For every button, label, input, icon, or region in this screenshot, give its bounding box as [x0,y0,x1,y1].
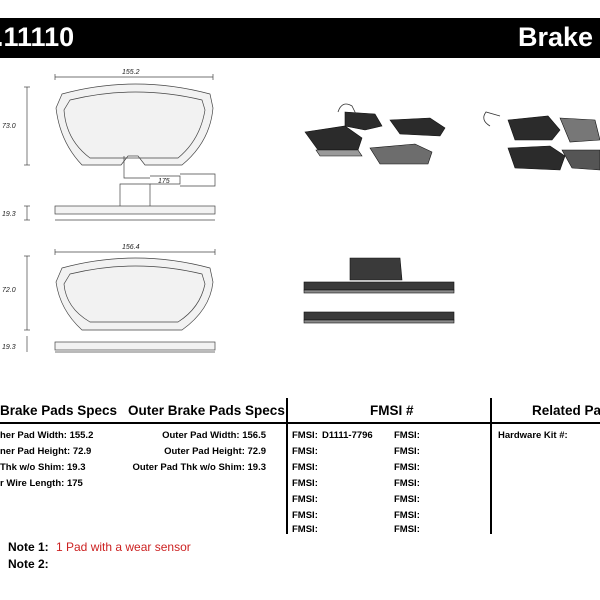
wire-length-dim: 175 [158,178,170,185]
related-parts-header: Related Par [532,403,600,418]
inner-pad-height: ner Pad Height: 72.9 [0,446,92,457]
pad-product-photo [303,103,600,324]
outer-pad-thickness: Outer Pad Thk w/o Shim: 19.3 [132,462,266,473]
fmsi-label: FMSI: [394,494,420,505]
header-bar [0,18,600,58]
fmsi-label: FMSI: [292,524,318,535]
inner-pad-thickness: Thk w/o Shim: 19.3 [0,462,86,473]
fmsi-label: FMSI: [394,446,420,457]
wire-length: r Wire Length: 175 [0,478,83,489]
fmsi-label: FMSI: [394,524,420,535]
page-title: Brake P [518,22,600,52]
inner-pad-width: her Pad Width: 155.2 [0,430,94,441]
outer-height-dim: 72.0 [2,287,16,294]
fmsi-label: FMSI: [292,494,318,505]
fmsi-label: FMSI: [394,430,420,441]
fmsi-label: FMSI: [292,510,318,521]
outer-thickness-dim: 19.3 [2,344,16,351]
fmsi-value: D1111-7796 [322,430,373,441]
inner-thickness-dim: 19.3 [2,211,16,218]
note-1-label: Note 1: [8,540,49,554]
specs-header-bar: Brake Pads Specs Outer Brake Pads Specs … [0,398,600,424]
fmsi-label: FMSI: [394,510,420,521]
part-number: .11110 [0,22,75,52]
outer-specs-header: Outer Brake Pads Specs [128,403,285,418]
note-1-text: 1 Pad with a wear sensor [56,540,191,554]
fmsi-label: FMSI: [394,478,420,489]
fmsi-label: FMSI: [394,462,420,473]
fmsi-label: FMSI: [292,446,318,457]
pad-technical-drawing: 155.2 73.0 175 19.3 156.4 72.0 19.3 [2,69,216,353]
column-divider [286,398,288,534]
outer-pad-height: Outer Pad Height: 72.9 [164,446,266,457]
column-divider [490,398,492,534]
header-rule [0,422,600,424]
inner-specs-header: Brake Pads Specs [0,403,118,418]
note-2-label: Note 2: [8,557,49,571]
fmsi-header: FMSI # [370,403,414,418]
outer-pad-width: Outer Pad Width: 156.5 [162,430,266,441]
hardware-kit-label: Hardware Kit #: [498,430,568,441]
fmsi-label: FMSI: [292,462,318,473]
inner-height-dim: 73.0 [2,123,16,130]
inner-width-dim: 155.2 [122,69,140,76]
outer-width-dim: 156.4 [122,244,140,251]
fmsi-label: FMSI: [292,430,318,441]
fmsi-label: FMSI: [292,478,318,489]
